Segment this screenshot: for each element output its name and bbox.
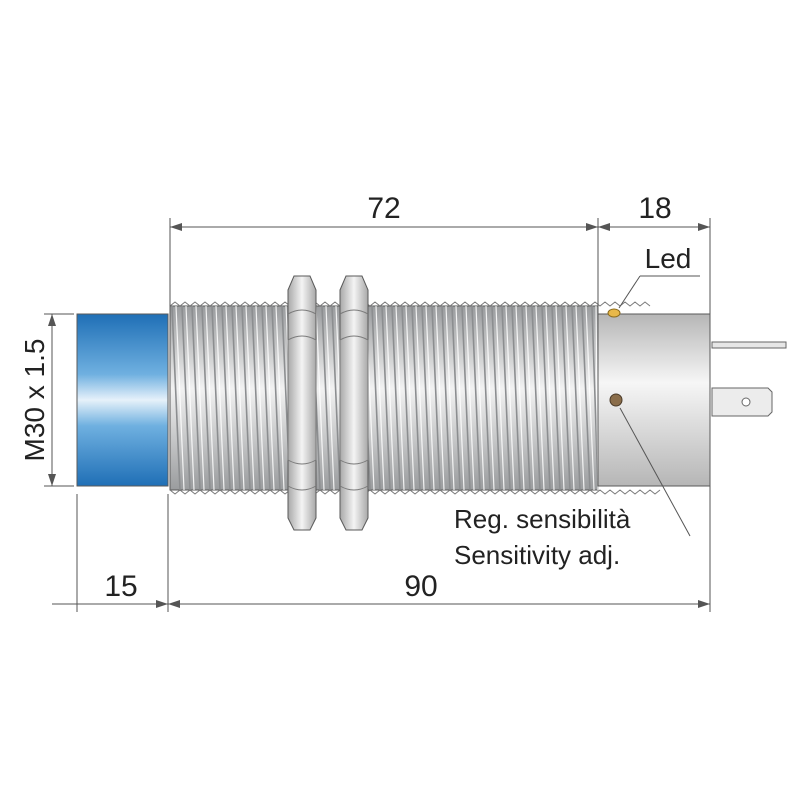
thread-spec-label: M30 x 1.5 xyxy=(19,339,50,462)
threaded-body xyxy=(169,301,661,495)
dim-line-thread xyxy=(48,314,56,486)
terminal-tabs xyxy=(711,341,787,417)
sensitivity-screw xyxy=(609,393,623,407)
dim-line-15 xyxy=(52,600,168,608)
dim-line-90 xyxy=(168,600,710,608)
lock-nut-2 xyxy=(339,275,369,531)
sensing-face xyxy=(76,313,169,487)
sensitivity-label-it: Reg. sensibilità xyxy=(454,504,631,534)
dimension-72: 72 xyxy=(367,192,400,225)
lock-nut-1 xyxy=(287,275,317,531)
dim-line-18 xyxy=(598,223,710,231)
led-label: Led xyxy=(645,243,692,274)
dimension-90: 90 xyxy=(404,570,437,603)
sensitivity-label-en: Sensitivity adj. xyxy=(454,540,620,570)
dim-line-72 xyxy=(170,223,598,231)
led-indicator xyxy=(607,308,621,318)
dimension-18: 18 xyxy=(638,192,671,225)
dimension-15: 15 xyxy=(104,570,137,603)
